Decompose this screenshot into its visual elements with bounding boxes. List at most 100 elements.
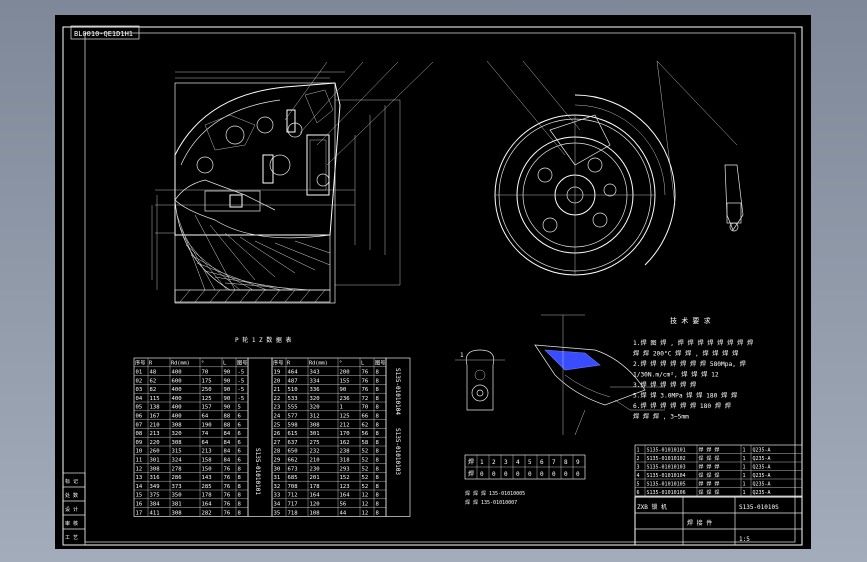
right-table-cell: 33 [274, 493, 281, 499]
right-table-cell: 201 [310, 475, 320, 481]
right-table-cell: 8 [376, 493, 380, 499]
right-table-cell: 8 [376, 449, 380, 455]
drawing-sheet[interactable]: BL0010-QE1D1H1 标 记 处 数 设 计 审 核 工 艺 [55, 15, 811, 549]
center-table-cell: 7 [552, 459, 556, 466]
right-table-cell: 76 [362, 387, 369, 393]
left-table-cell: 82 [150, 387, 157, 393]
fan-hatch [174, 199, 331, 291]
center-table-cell: 焊 [468, 470, 474, 478]
left-table-cell: -5 [238, 387, 245, 393]
right-table-cell: 487 [288, 378, 298, 384]
right-table-header: 图号 [375, 360, 385, 367]
tech-line: 焊 焊 焊 , 3~5mm [633, 413, 689, 421]
left-table-cell: 6 [238, 440, 241, 446]
parts-cell: S135-01010104 [647, 473, 686, 479]
right-table-cell: 44 [340, 510, 347, 516]
left-table-cell: -5 [238, 396, 245, 402]
left-table-cell: 90 [224, 387, 231, 393]
left-table-cell: 308 [150, 466, 161, 472]
left-table-cell: 115 [150, 396, 160, 402]
right-table-cell: 598 [288, 422, 299, 428]
parts-cell: 1 [743, 490, 746, 496]
right-table-cell: 120 [310, 502, 320, 508]
right-table-cell: 19 [274, 370, 281, 376]
right-table-cell: 717 [288, 502, 298, 508]
tech-line: 6.焊 焊 焊 焊 焊 焊 180 焊 焊 [633, 402, 731, 410]
right-table-cell: 1 [340, 405, 343, 411]
center-note-1: 焊 焊 焊 135-01010005 [465, 490, 525, 497]
right-table-cell: 12 [362, 502, 369, 508]
center-table-cell: 焊 [468, 458, 474, 466]
left-table-cell: 220 [150, 440, 160, 446]
parts-cell: 1 [743, 465, 746, 471]
left-table-cell: 138 [150, 405, 161, 411]
left-table-cell: 250 [202, 387, 212, 393]
right-table-cell: 718 [288, 510, 299, 516]
left-table-cell: 286 [172, 475, 182, 481]
parts-cell: Q235-A [753, 473, 771, 479]
right-table-cell: 712 [288, 493, 298, 499]
left-table-cell: 381 [172, 502, 182, 508]
left-table-cell: 400 [172, 396, 182, 402]
left-table-cell: 17 [136, 510, 143, 516]
right-table-cell: 555 [288, 405, 298, 411]
left-table-header: Rd(mm) [171, 361, 190, 367]
left-table-cell: 76 [224, 475, 231, 481]
right-table-cell: 8 [376, 466, 380, 472]
right-table-cell: 27 [274, 440, 281, 446]
tb-drawing-no: S135-01010S [739, 504, 779, 511]
parts-cell: 2 [637, 456, 640, 462]
drawing-code: BL0010-QE1D1H1 [74, 30, 133, 38]
center-table-cell: 3 [504, 459, 508, 466]
left-table-cell: 76 [224, 466, 231, 472]
right-table-cell: 35 [274, 510, 281, 516]
parts-cell: 焊 焊 焊 [699, 447, 720, 454]
left-table-cell: 88 [224, 414, 231, 420]
right-table-cell: 637 [288, 440, 298, 446]
right-table-cell: 164 [310, 493, 321, 499]
right-table-cell: 673 [288, 466, 298, 472]
right-table-cell: 650 [288, 449, 298, 455]
center-note-2: 焊 焊 135-01010007 [465, 499, 517, 506]
left-table-cell: 04 [136, 396, 143, 402]
left-table-cell: 175 [202, 378, 212, 384]
left-table-cell: 84 [224, 431, 231, 437]
right-table-cell: 8 [376, 510, 380, 516]
parts-cell: 1 [637, 448, 640, 454]
parts-cell: 3 [637, 465, 640, 471]
right-table-cell: 8 [376, 414, 380, 420]
left-table-cell: 15 [136, 493, 143, 499]
left-table-cell: 62 [150, 378, 157, 384]
center-table-cell: 0 [516, 471, 520, 478]
right-table-cell: 8 [376, 431, 380, 437]
parts-cell: 1 [743, 456, 746, 462]
left-table-cell: 150 [202, 466, 212, 472]
title-block: ZXB 锁 机 S135-01010S 焊 接 件 1:5 [634, 496, 803, 546]
right-table-cell: 123 [340, 484, 350, 490]
left-table-cell: 6 [238, 422, 241, 428]
parts-cell: S135-01010105 [647, 482, 686, 488]
center-table-cell: 0 [552, 471, 556, 478]
left-table-cell: 400 [172, 370, 182, 376]
left-table-cell: 260 [150, 449, 160, 455]
right-table-cell: 52 [362, 475, 369, 481]
left-table-cell: 308 [172, 510, 183, 516]
left-table-cell: 10 [136, 449, 143, 455]
right-table-cell: 8 [376, 502, 380, 508]
right-table-cell: 52 [362, 458, 369, 464]
right-table-cell: 21 [274, 387, 281, 393]
parts-cell: 焊 焊 焊 [699, 464, 720, 471]
right-table-cell: 312 [310, 414, 320, 420]
left-table-cell: 12 [136, 466, 143, 472]
left-table-cell: 190 [202, 422, 212, 428]
center-table-cell: 0 [576, 471, 580, 478]
parts-cell: 焊 焊 焊 [699, 489, 720, 496]
left-table-cell: 16 [136, 502, 143, 508]
tech-lines: 1.焊 图 焊 , 焊 焊 焊 焊 焊 焊 焊 焊 焊 焊 200°C 焊 焊 … [633, 339, 753, 421]
right-table-cell: 30 [274, 466, 281, 472]
right-table-cell: 343 [310, 370, 320, 376]
right-table-cell: 336 [310, 387, 320, 393]
left-table-cell: 01 [136, 370, 143, 376]
